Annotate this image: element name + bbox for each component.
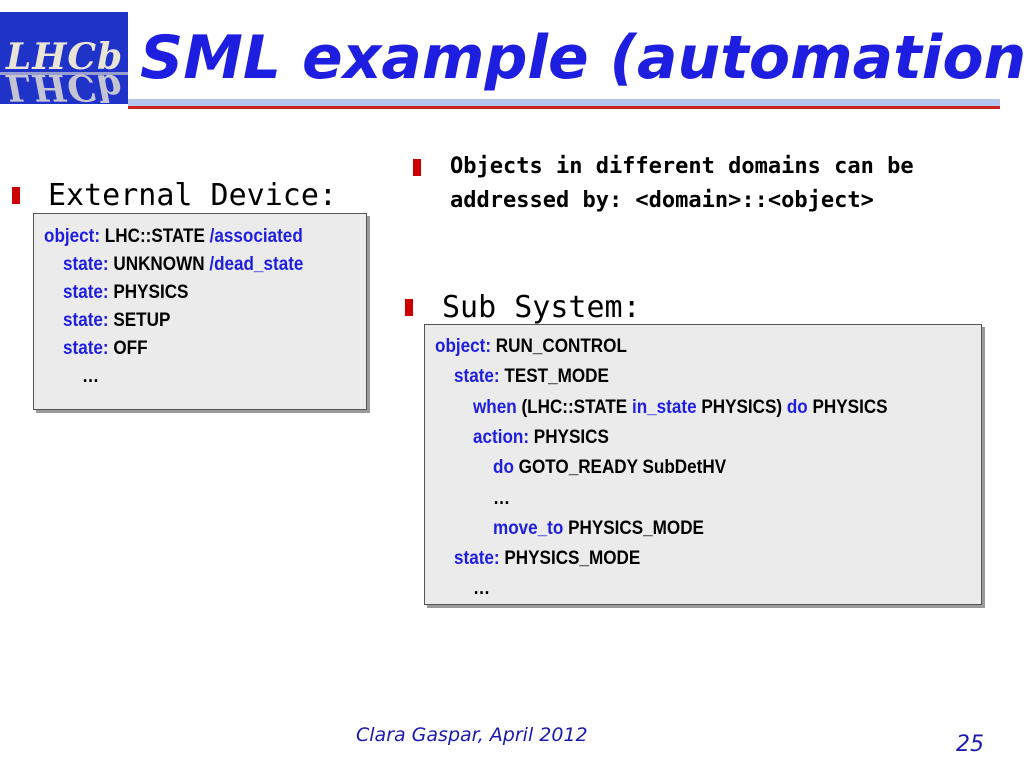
code-line: state: SETUP	[63, 310, 170, 332]
code-line: state: PHYSICS_MODE	[454, 548, 640, 570]
external-device-heading: External Device:	[48, 178, 337, 213]
code-token: …	[82, 366, 100, 387]
code-line: …	[82, 366, 99, 388]
code-token: …	[473, 578, 491, 600]
lhcb-logo: LHCb LHCb	[0, 12, 128, 104]
code-line: state: UNKNOWN /dead_state	[63, 254, 303, 276]
domain-addressing-line1: Objects in different domains can be	[450, 154, 914, 179]
code-keyword: state:	[454, 366, 505, 388]
code-keyword: /dead_state	[209, 254, 304, 275]
code-line: move_to PHYSICS_MODE	[493, 518, 704, 540]
code-token: LHC::STATE	[104, 226, 210, 247]
code-token: TEST_MODE	[504, 366, 609, 388]
code-keyword: when	[473, 396, 517, 418]
code-keyword: in_state	[631, 396, 697, 418]
code-line: state: PHYSICS	[63, 282, 188, 304]
code-token: PHYSICS_MODE	[504, 548, 641, 570]
code-line: when (LHC::STATE in_state PHYSICS) do PH…	[473, 397, 888, 419]
page-number: 25	[956, 732, 984, 757]
code-keyword: do	[786, 396, 808, 418]
code-line: state: OFF	[63, 338, 148, 360]
bullet-marker-icon	[12, 187, 20, 204]
title-underline-blue	[128, 99, 1000, 106]
code-line: object: LHC::STATE /associated	[44, 226, 303, 248]
code-keyword: state:	[63, 310, 114, 331]
code-line: …	[493, 488, 510, 510]
code-token: PHYSICS	[113, 282, 189, 303]
code-line: object: RUN_CONTROL	[435, 336, 627, 358]
code-keyword: state:	[63, 254, 114, 275]
bullet-marker-icon	[405, 299, 413, 316]
logo-band	[0, 72, 128, 75]
code-token: GOTO_READY SubDetHV	[518, 457, 727, 479]
code-keyword: /associated	[209, 226, 303, 247]
code-token: PHYSICS_MODE	[568, 517, 704, 539]
code-line: action: PHYSICS	[473, 427, 609, 449]
code-keyword: object:	[44, 226, 105, 247]
code-token: UNKNOWN	[113, 254, 210, 275]
code-line: state: TEST_MODE	[454, 366, 609, 388]
logo-text-reflection: LHCb	[6, 66, 124, 104]
code-keyword: move_to	[493, 517, 569, 539]
title-underline-red	[128, 106, 1000, 109]
code-token: RUN_CONTROL	[495, 336, 627, 357]
logo-text: LHCb	[6, 36, 124, 78]
code-token: OFF	[113, 338, 148, 359]
code-keyword: action:	[473, 426, 534, 448]
code-keyword: object:	[435, 336, 496, 357]
code-token: (LHC::STATE	[516, 396, 632, 418]
code-keyword: do	[493, 457, 519, 479]
code-keyword: state:	[454, 548, 505, 570]
code-token: SETUP	[113, 310, 171, 331]
slide-title: SML example (automation)	[140, 23, 1024, 93]
footer-author: Clara Gaspar, April 2012	[356, 724, 588, 746]
code-token: PHYSICS	[807, 396, 888, 418]
domain-addressing-line2: addressed by: <domain>::<object>	[450, 188, 874, 213]
code-keyword: state:	[63, 282, 114, 303]
code-token: …	[493, 487, 511, 509]
sub-system-heading: Sub System:	[442, 290, 641, 325]
code-line: do GOTO_READY SubDetHV	[493, 457, 726, 479]
code-line: …	[473, 578, 490, 600]
bullet-marker-icon	[413, 159, 421, 176]
code-keyword: state:	[63, 338, 114, 359]
code-token: PHYSICS	[533, 426, 609, 448]
code-token: PHYSICS)	[696, 396, 787, 418]
